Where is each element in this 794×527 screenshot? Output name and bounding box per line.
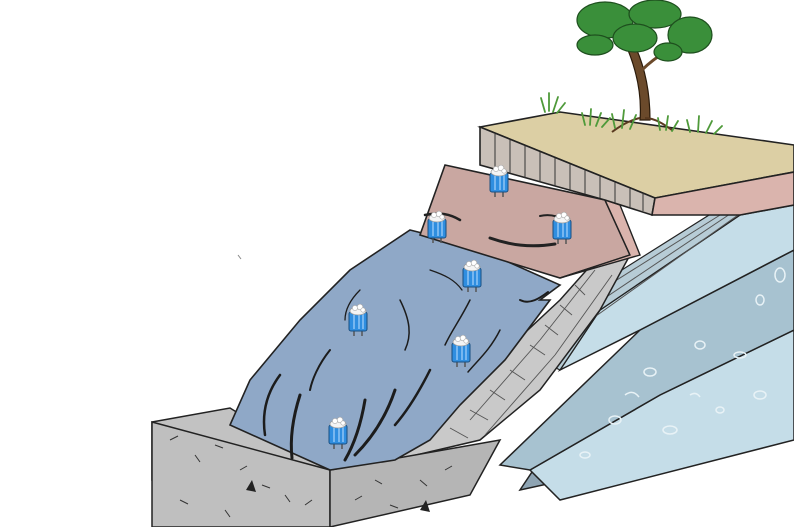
base-block-speckles — [169, 435, 453, 518]
bedrock-bricks — [449, 269, 613, 439]
sensor-group — [328, 164, 572, 449]
tree-icon — [576, 0, 713, 133]
landslide-body — [228, 229, 562, 471]
plateau-cliff-lines — [494, 134, 644, 211]
base-block-right — [329, 438, 502, 527]
sensor-icon — [348, 303, 368, 336]
grass-icon — [540, 92, 723, 135]
landslide-cracks — [262, 269, 549, 462]
sensor-icon — [427, 210, 447, 243]
plateau-cliff — [479, 125, 656, 217]
slip-block-scar — [488, 236, 557, 248]
base-block-front — [151, 421, 331, 527]
sensor-icon — [328, 416, 348, 449]
sensor-icon — [552, 211, 572, 244]
slip-block-scar-2 — [423, 212, 462, 222]
base-speck-triangle — [246, 480, 256, 492]
plateau-side — [651, 171, 794, 216]
strata-pebbles — [579, 267, 786, 459]
stray-mark — [237, 254, 242, 260]
base-speck-triangle-2 — [420, 500, 430, 512]
tree-trunk — [627, 47, 651, 121]
sensor-icon — [451, 334, 471, 367]
sensor-icon — [462, 259, 482, 292]
sensor-icon — [489, 164, 509, 197]
